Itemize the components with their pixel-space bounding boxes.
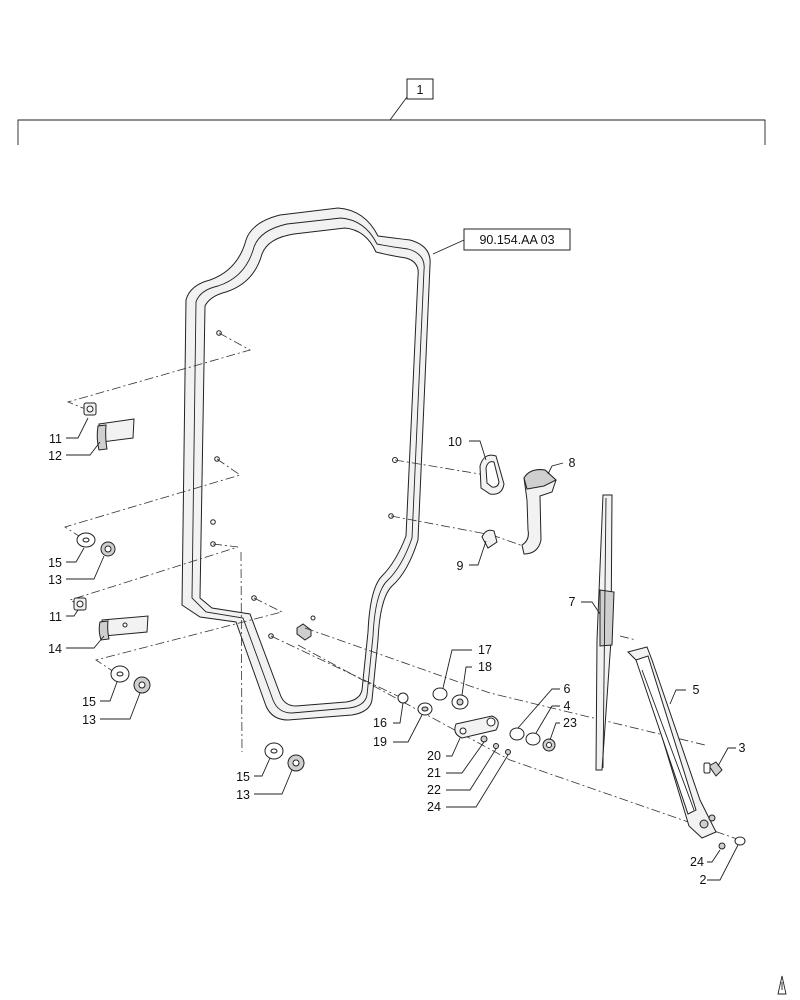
callout-3: 3 [739,741,746,755]
arm-fasteners [718,836,746,850]
callout-16: 16 [373,716,387,730]
callout-labels: 11 12 10 8 15 13 9 11 14 7 17 18 5 15 13… [48,432,745,887]
leader-lines [66,417,739,881]
callout-13: 13 [48,573,62,587]
linkage-hardware [397,687,556,755]
callout-11: 11 [49,432,62,446]
callout-2: 2 [700,873,707,887]
callout-18: 18 [478,660,492,674]
callout-15-c: 15 [236,770,250,784]
callout-12: 12 [48,449,62,463]
callout-23: 23 [563,716,577,730]
wiper-arm [627,646,717,839]
callout-22: 22 [427,783,441,797]
callout-19: 19 [373,735,387,749]
callout-11-lower: 11 [49,610,62,624]
upper-hinge [83,402,135,451]
washer-set-b [110,665,151,694]
callout-13-c: 13 [236,788,250,802]
corner-mark [777,975,787,995]
callout-13-b: 13 [82,713,96,727]
callout-15: 15 [48,556,62,570]
door-handle-assembly [479,454,557,555]
callout-7: 7 [569,595,576,609]
callout-9: 9 [457,559,464,573]
callout-17: 17 [478,643,492,657]
callout-8: 8 [569,456,576,470]
washer-nozzle [703,761,723,777]
reference-label: 90.154.AA 03 [479,233,554,247]
callout-20: 20 [427,749,441,763]
washer-set-c [264,742,305,772]
callout-24: 24 [427,800,441,814]
callout-4: 4 [564,699,571,713]
callout-5: 5 [693,683,700,697]
callout-15-b: 15 [82,695,96,709]
wiper-blade [595,494,615,771]
reference-box: 90.154.AA 03 [432,228,571,255]
frame-pin [296,623,312,641]
callout-14: 14 [48,642,62,656]
callout-6: 6 [564,682,571,696]
callout-10: 10 [448,435,462,449]
callout-21: 21 [427,766,441,780]
door-frame [181,207,431,721]
callout-24-arm: 24 [690,855,704,869]
washer-set-a [76,532,116,557]
lower-hinge [73,597,149,641]
frame-holes [210,330,398,639]
assembly-label: 1 [417,83,424,97]
assembly-bracket: 1 [17,78,766,145]
